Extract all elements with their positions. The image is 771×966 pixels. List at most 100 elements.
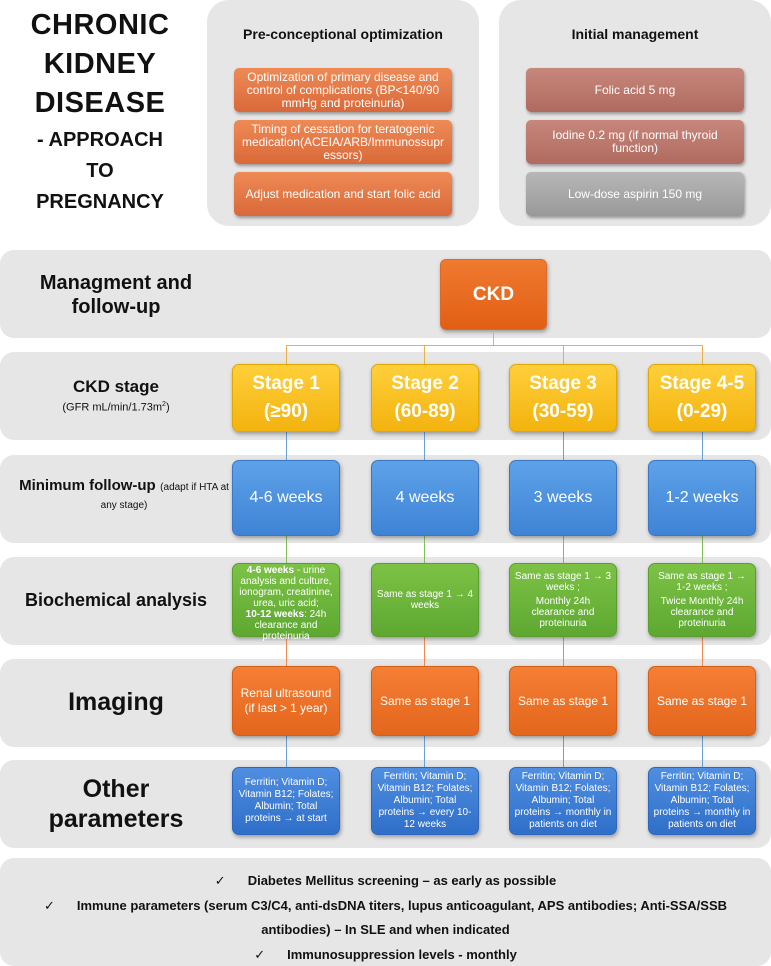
connector (424, 636, 425, 668)
bio-bold: 4-6 weeks (246, 565, 295, 576)
biochemical-label: Biochemical analysis (24, 589, 208, 610)
check-icon: ✓ (43, 898, 55, 913)
stage-range: (30-59) (532, 401, 594, 422)
check-icon: ✓ (214, 873, 226, 888)
stage-name: Stage 4-5 (659, 373, 745, 394)
stage-3-box: Stage 3 (30-59) (509, 364, 617, 432)
bio-paragraph: 4-6 weeks - urine analysis and culture, … (237, 565, 335, 609)
preconception-heading: Pre-conceptional optimization (243, 26, 443, 42)
connector (424, 532, 425, 564)
subtitle-line: - APPROACH (37, 129, 163, 151)
row-notes (0, 858, 771, 966)
ckd-stage-label-text: CKD stage (73, 377, 159, 397)
followup-note: (adapt if HTA at any stage) (100, 482, 229, 511)
connector (563, 345, 564, 365)
stage-range: (≥90) (263, 401, 309, 422)
initial-item: Iodine 0.2 mg (if normal thyroid functio… (526, 120, 744, 164)
connector (286, 430, 287, 460)
other-label-line: parameters (48, 805, 184, 833)
subtitle-line: PREGNANCY (36, 191, 164, 213)
connector (702, 734, 703, 768)
note-diabetes: ✓ Diabetes Mellitus screening – as early … (0, 873, 771, 889)
gfr-unit-text: (GFR mL/min/1.73m (62, 401, 163, 414)
connector (424, 345, 425, 365)
connector (702, 345, 703, 365)
connector (563, 734, 564, 768)
connector (702, 430, 703, 460)
followup-stage-2: 4 weeks (371, 460, 479, 536)
followup-stage-4-5: 1-2 weeks (648, 460, 756, 536)
preconception-item: Adjust medication and start folic acid (234, 172, 452, 216)
other-stage-1: Ferritin; Vitamin D; Vitamin B12; Folate… (232, 767, 340, 835)
stage-range: (60-89) (394, 401, 456, 422)
other-label-line: Other (82, 775, 150, 803)
connector (702, 636, 703, 668)
other-parameters-label: Other parameters (0, 770, 232, 838)
bio-text: Twice Monthly 24h clearance and proteinu… (660, 596, 744, 629)
imaging-label: Imaging (68, 687, 164, 716)
biochemical-stage-1: 4-6 weeks - urine analysis and culture, … (232, 563, 340, 642)
followup-stage-1: 4-6 weeks (232, 460, 340, 536)
followup-stage-3: 3 weeks (509, 460, 617, 536)
subtitle-line: TO (86, 160, 114, 182)
connector (286, 345, 287, 365)
stage-name: Stage 2 (391, 373, 459, 394)
note-immune-cont: antibodies) – In SLE and when indicated (261, 922, 510, 937)
bio-text: - urine analysis and culture, ionogram, … (239, 565, 333, 609)
stage-name: Stage 1 (252, 373, 320, 394)
connector (493, 330, 494, 345)
biochemical-stage-4-5: Same as stage 1 → 1-2 weeks ; Twice Mont… (648, 563, 756, 637)
connector (563, 430, 564, 460)
note-text: Immune parameters (serum C3/C4, anti-dsD… (76, 898, 728, 913)
stage-4-5-box: Stage 4-5 (0-29) (648, 364, 756, 432)
connector (424, 430, 425, 460)
connector (702, 532, 703, 564)
bio-text: Monthly 24h clearance and proteinuria (531, 596, 595, 629)
management-label-line: Managment and (39, 272, 193, 294)
imaging-stage-2: Same as stage 1 (371, 666, 479, 736)
stage-2-box: Stage 2 (60-89) (371, 364, 479, 432)
bio-text: Same as stage 1 → 3 weeks ; (514, 571, 612, 593)
initial-item: Low-dose aspirin 150 mg (526, 172, 744, 216)
biochemical-stage-3: Same as stage 1 → 3 weeks ; Monthly 24h … (509, 563, 617, 637)
gfr-unit-sup: 2 (162, 401, 166, 409)
followup-label: Minimum follow-up (adapt if HTA at any s… (14, 477, 234, 521)
bio-bold: 10-12 weeks (245, 609, 305, 620)
connector (286, 532, 287, 564)
row-management (0, 250, 771, 338)
other-stage-2: Ferritin; Vitamin D; Vitamin B12; Folate… (371, 767, 479, 835)
preconception-item: Timing of cessation for teratogenic medi… (234, 120, 452, 164)
bio-text: Same as stage 1 → 4 weeks (376, 589, 474, 611)
note-immune: ✓ Immune parameters (serum C3/C4, anti-ds… (0, 898, 771, 914)
gfr-unit-close: ) (165, 401, 170, 414)
stage-range: (0-29) (676, 401, 728, 422)
imaging-stage-4-5: Same as stage 1 (648, 666, 756, 736)
title-line: KIDNEY (43, 48, 157, 80)
title-line: DISEASE (34, 87, 166, 119)
bio-text: Same as stage 1 → 1-2 weeks ; (658, 571, 746, 593)
imaging-stage-3: Same as stage 1 (509, 666, 617, 736)
initial-item: Folic acid 5 mg (526, 68, 744, 112)
bio-text: : 24h clearance and proteinuria (254, 609, 327, 642)
stage-1-box: Stage 1 (≥90) (232, 364, 340, 432)
title-line: CHRONIC (30, 9, 170, 41)
ckd-stage-label: CKD stage (GFR mL/min/1.73m2) (0, 362, 232, 428)
initial-management-heading: Initial management (571, 26, 699, 42)
ckd-node: CKD (440, 259, 547, 330)
connector (563, 532, 564, 564)
note-text: Diabetes Mellitus screening – as early a… (247, 873, 557, 888)
connector-horizontal (286, 345, 702, 346)
biochemical-stage-2: Same as stage 1 → 4 weeks (371, 563, 479, 637)
connector (563, 636, 564, 668)
stage-name: Stage 3 (529, 373, 597, 394)
connector (286, 734, 287, 768)
other-stage-4-5: Ferritin; Vitamin D; Vitamin B12; Folate… (648, 767, 756, 835)
main-title: CHRONIC KIDNEY DISEASE - APPROACH TO PRE… (0, 6, 200, 216)
connector (286, 636, 287, 668)
management-label: Managment and follow-up (0, 262, 232, 328)
management-label-line: follow-up (71, 296, 161, 318)
other-stage-3: Ferritin; Vitamin D; Vitamin B12; Folate… (509, 767, 617, 835)
connector (424, 734, 425, 768)
imaging-stage-1: Renal ultrasound (if last > 1 year) (232, 666, 340, 736)
check-icon: ✓ (254, 947, 266, 962)
